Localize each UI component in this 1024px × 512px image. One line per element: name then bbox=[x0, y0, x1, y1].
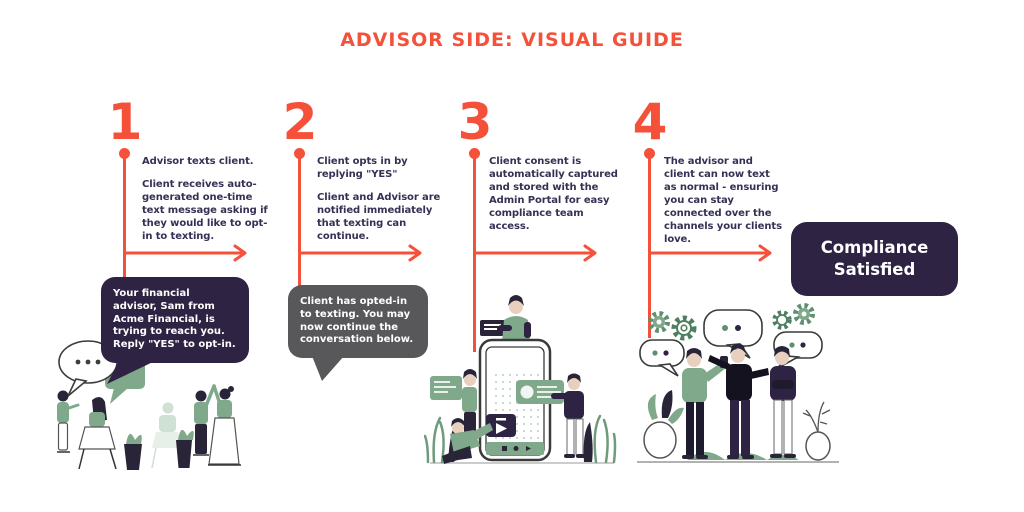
illustration-step4-team-chat bbox=[637, 303, 839, 463]
step-1-timeline-line bbox=[123, 156, 126, 300]
person-seated-woman bbox=[78, 396, 117, 470]
step-1-text: Advisor texts client. Client receives au… bbox=[142, 155, 268, 253]
step-3-para1: Client consent is automatically captured… bbox=[489, 156, 618, 232]
person-highfive-man bbox=[193, 384, 216, 456]
video-card-icon bbox=[486, 414, 516, 437]
person-woman-beside-phone bbox=[462, 369, 477, 434]
page-title: ADVISOR SIDE: VISUAL GUIDE bbox=[340, 29, 684, 51]
step-1-sms-text: Your financial advisor, Sam from Acme Fi… bbox=[113, 288, 236, 351]
step-2-sms-bubble-tail bbox=[312, 356, 344, 382]
gear-icon bbox=[648, 311, 670, 333]
step-2-sms-bubble: Client has opted-in to texting. You may … bbox=[288, 285, 428, 382]
step-4-timeline-line bbox=[648, 156, 651, 338]
step-4-arrow-icon bbox=[649, 244, 772, 262]
step-4-number: 4 bbox=[632, 93, 668, 151]
potted-plant-icon bbox=[176, 429, 194, 468]
step-2-text: Client opts in by replying "YES" Client … bbox=[317, 155, 443, 253]
step-1-number: 1 bbox=[107, 93, 143, 151]
person-on-phone-with-laptop bbox=[480, 295, 531, 342]
compliance-satisfied-label: Compliance Satisfied bbox=[820, 237, 929, 279]
step-2-arrow-icon bbox=[299, 244, 422, 262]
grass-right bbox=[593, 414, 617, 464]
step-1-para1: Advisor texts client. bbox=[142, 156, 254, 167]
step-1-timeline-dot bbox=[119, 148, 130, 159]
illustration-step3-admin-portal bbox=[424, 295, 617, 464]
chat-bubble-icon bbox=[703, 309, 763, 359]
potted-plant-icon bbox=[643, 390, 684, 459]
grass-right-dark-blade bbox=[583, 422, 593, 462]
step-2-para1: Client opts in by replying "YES" bbox=[317, 156, 408, 180]
notification-card-icon bbox=[516, 380, 564, 404]
chat-bubble-icon bbox=[639, 339, 685, 377]
step-1-sms-bubble-tail bbox=[107, 360, 155, 384]
person-faded-seated-man bbox=[151, 402, 183, 469]
potted-plant-icon bbox=[124, 433, 142, 470]
step-4-timeline-dot bbox=[644, 148, 655, 159]
person-man-right bbox=[551, 373, 587, 458]
person-man-black-shirt bbox=[708, 343, 769, 459]
step-3-number: 3 bbox=[457, 93, 493, 151]
grass-left bbox=[424, 416, 445, 464]
step-2-timeline-dot bbox=[294, 148, 305, 159]
step-2-sms-text: Client has opted-in to texting. You may … bbox=[300, 296, 414, 346]
step-1-arrow-icon bbox=[124, 244, 247, 262]
gear-icon bbox=[793, 303, 815, 325]
person-standing-woman bbox=[57, 390, 80, 453]
compliance-satisfied-badge: Compliance Satisfied bbox=[791, 222, 958, 296]
step-3-text: Client consent is automatically captured… bbox=[489, 155, 619, 243]
person-highfive-woman bbox=[208, 384, 241, 466]
gear-icon bbox=[772, 310, 792, 330]
step-1-para2: Client receives auto-generated one-time … bbox=[142, 179, 268, 242]
gear-icon bbox=[671, 315, 697, 341]
step-2-number: 2 bbox=[282, 93, 318, 151]
step-2-timeline-line bbox=[298, 156, 301, 300]
step-3-timeline-dot bbox=[469, 148, 480, 159]
person-kneeling-man bbox=[442, 418, 493, 464]
person-man-navy-sweater bbox=[770, 346, 796, 458]
step-3-arrow-icon bbox=[474, 244, 597, 262]
message-card-icon bbox=[430, 376, 462, 400]
step-1-sms-bubble: Your financial advisor, Sam from Acme Fi… bbox=[101, 277, 249, 384]
potted-plant-icon bbox=[802, 401, 831, 461]
step-4-text: The advisor and client can now text as n… bbox=[664, 155, 784, 256]
step-4-para1: The advisor and client can now text as n… bbox=[664, 156, 782, 245]
step-2-para2: Client and Advisor are notified immediat… bbox=[317, 192, 441, 242]
